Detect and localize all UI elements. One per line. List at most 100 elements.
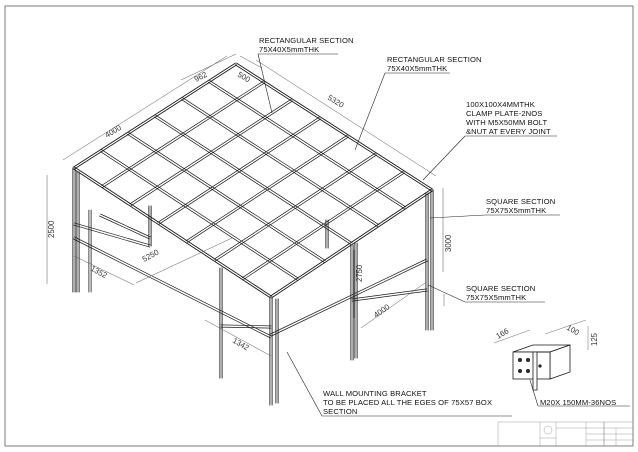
dimension-line	[360, 282, 426, 329]
roof-rafter	[101, 149, 299, 279]
roof-rafter	[128, 132, 326, 261]
callout-line: CLAMP PLATE-2NOS	[466, 109, 542, 118]
callout-rect-section-1: RECTANGULAR SECTION 75X40X5mmTHK	[259, 36, 354, 54]
roof-purlin	[158, 118, 321, 225]
callout-anchor-bolts: M20X 150MM-36NOS	[540, 398, 616, 407]
callout-line: 75X40X5mmTHK	[259, 45, 319, 54]
roof-purlin	[186, 136, 349, 243]
callout-line: WALL MOUNTING BRACKET	[323, 389, 427, 398]
callout-line: &NUT AT EVERY JOINT	[466, 127, 551, 136]
leader-line	[286, 351, 323, 417]
drawing-border	[4, 5, 634, 447]
dimension-line	[239, 55, 263, 69]
roof-rafter	[208, 81, 405, 210]
side-rail	[73, 224, 151, 248]
roof-rafter	[181, 99, 379, 227]
roof-purlin	[129, 98, 292, 205]
dim-125: 125	[590, 332, 599, 346]
callout-square-section-2: SQUARE SECTION 75X75X5mmTHK	[466, 284, 535, 302]
roof-purlin	[243, 172, 405, 280]
callout-line: TO BE PLACED ALL THE EGES OF 75X57 BOX	[323, 398, 492, 407]
dim-2500: 2500	[47, 220, 56, 238]
side-rail	[220, 326, 272, 329]
leader-line	[422, 135, 466, 181]
callout-line: SQUARE SECTION	[466, 284, 535, 293]
dim-1352: 1352	[89, 264, 109, 280]
roof-purlin	[130, 100, 293, 207]
roof-rafter	[100, 151, 298, 281]
callout-line: M20X 150MM-36NOS	[540, 398, 616, 407]
leader-line	[429, 214, 486, 219]
leader-line	[427, 284, 466, 303]
roof-purlin	[214, 154, 377, 262]
roof-edge-beam	[72, 168, 271, 299]
callout-line: WITH M5X50MM BOLT	[466, 118, 548, 127]
leader-line	[257, 53, 273, 114]
roof-edge-beam	[74, 166, 273, 297]
callout-line: 75X40X5mmTHK	[387, 64, 447, 73]
dim-166: 166	[495, 326, 511, 340]
roof-edge-beam	[74, 64, 238, 170]
dim-5320: 5320	[326, 93, 346, 110]
title-block	[497, 421, 634, 447]
side-rail	[74, 236, 272, 337]
side-rail	[99, 215, 150, 240]
dimension-lines	[46, 53, 445, 357]
roof-edge-beam	[72, 62, 236, 168]
leader-line	[529, 379, 539, 407]
roof-purlin	[101, 80, 264, 186]
dimension-line	[135, 237, 233, 284]
dim-1342: 1342	[231, 336, 251, 352]
roof-rafter	[127, 133, 325, 263]
roof-rafter	[154, 116, 352, 245]
roof-edge-beam	[271, 190, 434, 299]
callout-wall-bracket: WALL MOUNTING BRACKET TO BE PLACED ALL T…	[323, 389, 492, 416]
steel-frame	[72, 62, 434, 406]
dim-2750: 2750	[355, 264, 364, 282]
callout-line: SECTION	[323, 407, 357, 416]
dimension-line	[180, 53, 237, 81]
callout-leaders	[257, 53, 630, 417]
dimension-line	[255, 59, 437, 177]
roof-purlin	[102, 82, 265, 188]
dimension-line	[204, 319, 272, 357]
callout-rect-section-2: RECTANGULAR SECTION 75X40X5mmTHK	[387, 55, 482, 73]
callout-square-section-1: SQUARE SECTION 75X75X5mmTHK	[486, 197, 555, 215]
bracket-detail	[512, 344, 571, 391]
side-rail	[271, 260, 428, 337]
roof-rafter	[155, 114, 353, 243]
callout-line: 75X75X5mmTHK	[486, 206, 546, 215]
roof-edge-beam	[234, 64, 432, 192]
dim-4000-mid: 4000	[372, 302, 392, 320]
roof-rafter	[182, 97, 380, 226]
side-rail	[73, 222, 151, 246]
roof-purlin	[185, 134, 348, 242]
callout-line: SQUARE SECTION	[486, 197, 555, 206]
dim-100: 100	[565, 323, 581, 338]
callout-clamp-plate: 100X100X4MMTHK CLAMP PLATE-2NOS WITH M5X…	[466, 100, 551, 136]
side-rail	[220, 324, 272, 327]
dimension-line	[62, 55, 228, 161]
side-rail	[351, 288, 428, 300]
roof-purlin	[213, 152, 376, 260]
roof-edge-beam	[269, 188, 432, 297]
callout-line: RECTANGULAR SECTION	[259, 36, 354, 45]
side-rail	[270, 258, 427, 335]
roof-purlin	[241, 170, 404, 279]
dimension-line	[73, 255, 135, 286]
leader-line	[354, 72, 386, 151]
roof-edge-beam	[236, 62, 434, 190]
roof-rafter	[209, 80, 407, 208]
dim-5250: 5250	[141, 247, 161, 263]
side-rail	[351, 290, 428, 302]
roof-purlin	[157, 116, 320, 223]
callout-line: RECTANGULAR SECTION	[387, 55, 482, 64]
bracket-dimensions	[493, 319, 589, 350]
callout-line: 75X75X5mmTHK	[466, 293, 526, 302]
side-rail	[73, 238, 271, 339]
side-rail	[100, 213, 151, 238]
callout-line: 100X100X4MMTHK	[466, 100, 535, 109]
dim-3000: 3000	[444, 234, 453, 252]
